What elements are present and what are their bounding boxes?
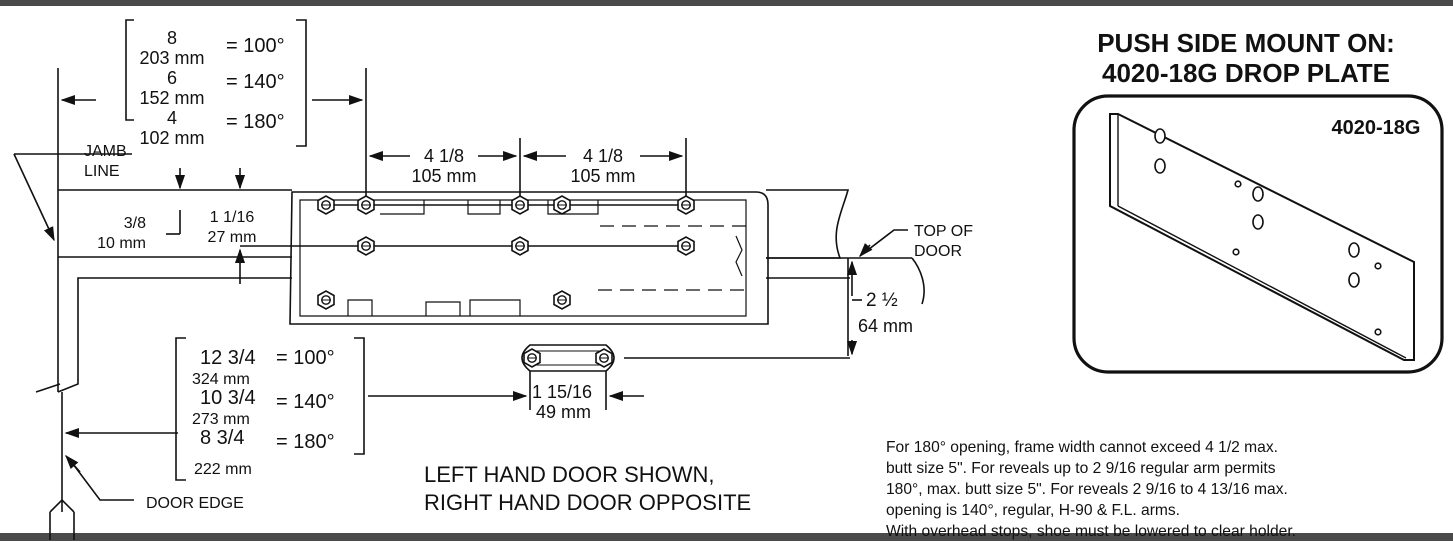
top-of-door-label-2: DOOR (914, 243, 962, 260)
spacing-a-mm: 105 mm (411, 166, 476, 186)
bolt-icon (523, 348, 541, 368)
bottom-table-angle-3: = 180° (276, 431, 335, 453)
bolt-icon (677, 236, 695, 256)
shoe-mm: 49 mm (536, 402, 591, 422)
bottom-border-bar (0, 533, 1453, 541)
plate-part-label: 4020-18G (1332, 117, 1421, 139)
plate-heading: PUSH SIDE MOUNT ON: 4020-18G DROP PLATE (1050, 28, 1442, 88)
jamb-label-1: JAMB (84, 143, 127, 160)
plate-heading-line-1: PUSH SIDE MOUNT ON: (1097, 28, 1395, 58)
bottom-table-angle-1: = 100° (276, 347, 335, 369)
note-line-5: With overhead stops, shoe must be lowere… (886, 523, 1296, 540)
bottom-table-inch-3: 8 3/4 (200, 427, 244, 449)
offset-a-mm: 10 mm (97, 235, 146, 252)
bolt-icon (511, 195, 529, 215)
spacing-b-mm: 105 mm (570, 166, 635, 186)
bottom-table-mm-2: 273 mm (192, 411, 250, 428)
note-line-1: For 180° opening, frame width cannot exc… (886, 439, 1278, 456)
frame-right-break (766, 189, 850, 259)
door-edge-label: DOOR EDGE (146, 495, 244, 512)
hand-note-line-2: RIGHT HAND DOOR OPPOSITE (424, 490, 751, 515)
drop-mm: 64 mm (858, 316, 913, 336)
bolt-icon (677, 195, 695, 215)
installation-note: For 180° opening, frame width cannot exc… (886, 437, 1451, 542)
bolt-icon (357, 236, 375, 256)
top-table-mm-3: 102 mm (139, 128, 204, 148)
top-table-inch-3: 4 (167, 108, 177, 128)
note-line-4: opening is 140°, regular, H-90 & F.L. ar… (886, 502, 1181, 519)
bolt-group (317, 195, 695, 368)
top-table-mm-1: 203 mm (139, 48, 204, 68)
door-break (911, 257, 925, 305)
top-border-bar (0, 0, 1453, 6)
offset-b-inch: 1 1/16 (210, 209, 255, 226)
top-table-inch-1: 8 (167, 28, 177, 48)
spacing-a-inch: 4 1/8 (424, 146, 464, 166)
bolt-icon (357, 195, 375, 215)
top-table-mm-2: 152 mm (139, 88, 204, 108)
door-edge-outline (57, 277, 292, 393)
bolt-icon (553, 195, 571, 215)
note-line-3: 180°, max. butt size 5". For reveals 2 9… (886, 481, 1288, 498)
note-line-2: butt size 5". For reveals up to 2 9/16 r… (886, 460, 1276, 477)
offset-a-inch: 3/8 (124, 215, 146, 232)
bolt-icon (317, 195, 335, 215)
closer-body (289, 191, 769, 325)
top-of-door-label-1: TOP OF (914, 223, 973, 240)
top-table-inch-2: 6 (167, 68, 177, 88)
offset-b-mm: 27 mm (208, 229, 257, 246)
bolt-icon (595, 348, 613, 368)
bolt-icon (317, 290, 335, 310)
hand-note-line-1: LEFT HAND DOOR SHOWN, (424, 462, 715, 487)
spacing-b-inch: 4 1/8 (583, 146, 623, 166)
bottom-table-angle-2: = 140° (276, 391, 335, 413)
top-table-angle-1: = 100° (226, 35, 285, 57)
plate-heading-line-2: 4020-18G DROP PLATE (1101, 58, 1391, 88)
shoe-inch: 1 15/16 (532, 382, 592, 402)
bottom-table-mm-3: 222 mm (194, 461, 252, 478)
top-table-angle-2: = 140° (226, 71, 285, 93)
top-table-angle-3: = 180° (226, 111, 285, 133)
bottom-table-inch-2: 10 3/4 (200, 387, 256, 409)
drop-plate-illustration: 4020-18G (1072, 94, 1444, 374)
bolt-icon (511, 236, 529, 256)
bottom-table-inch-1: 12 3/4 (200, 347, 256, 369)
bolt-icon (553, 290, 571, 310)
drop-inch: 2 ½ (866, 290, 898, 311)
bottom-table-mm-1: 324 mm (192, 371, 250, 388)
jamb-label-2: LINE (84, 163, 120, 180)
